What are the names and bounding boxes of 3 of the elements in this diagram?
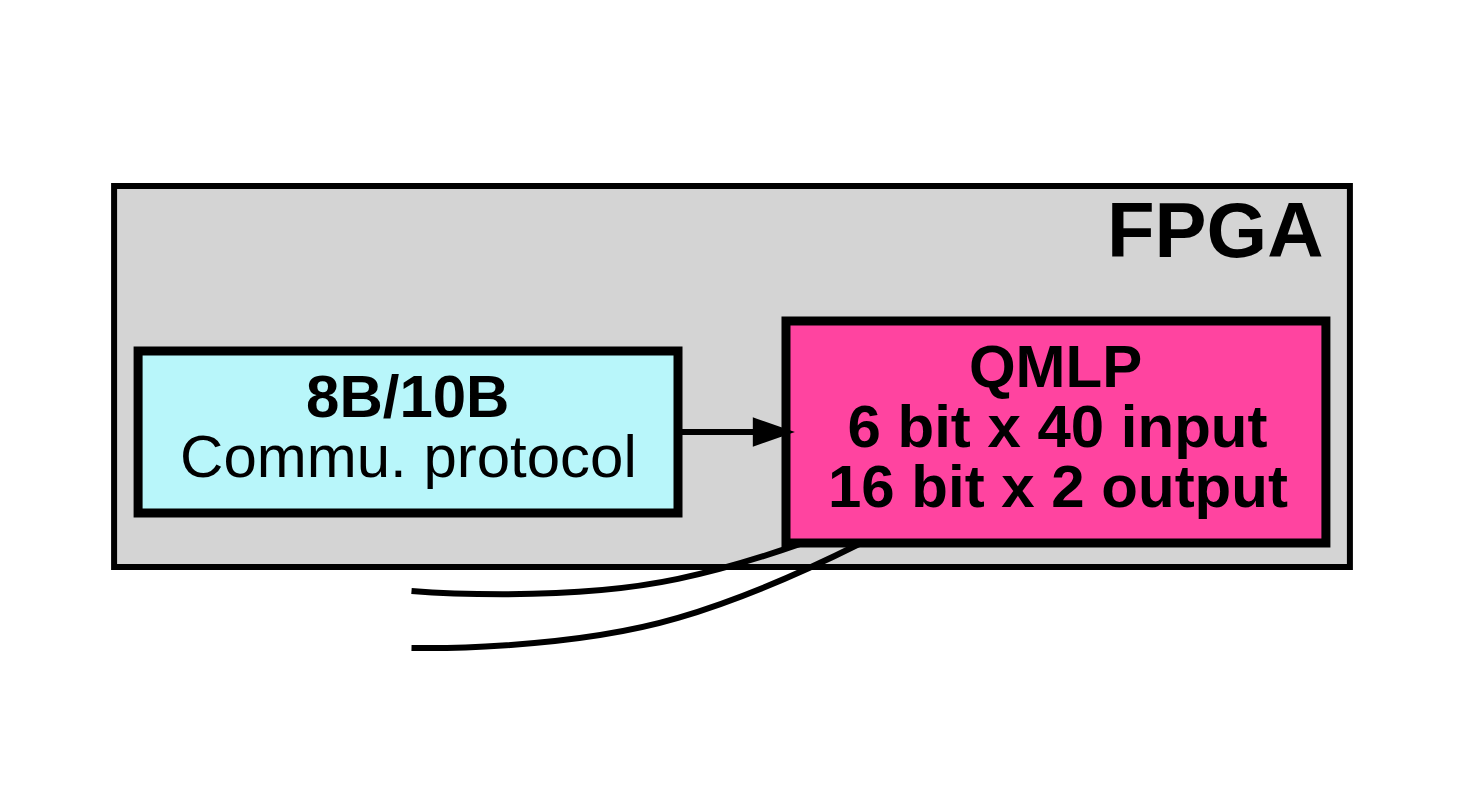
node-box: 8B/10B Commu. protocol [133, 345, 682, 517]
arrow [678, 416, 795, 447]
node-box: QMLP 6 bit x 40 input 16 bit x 2 output [781, 315, 1330, 547]
